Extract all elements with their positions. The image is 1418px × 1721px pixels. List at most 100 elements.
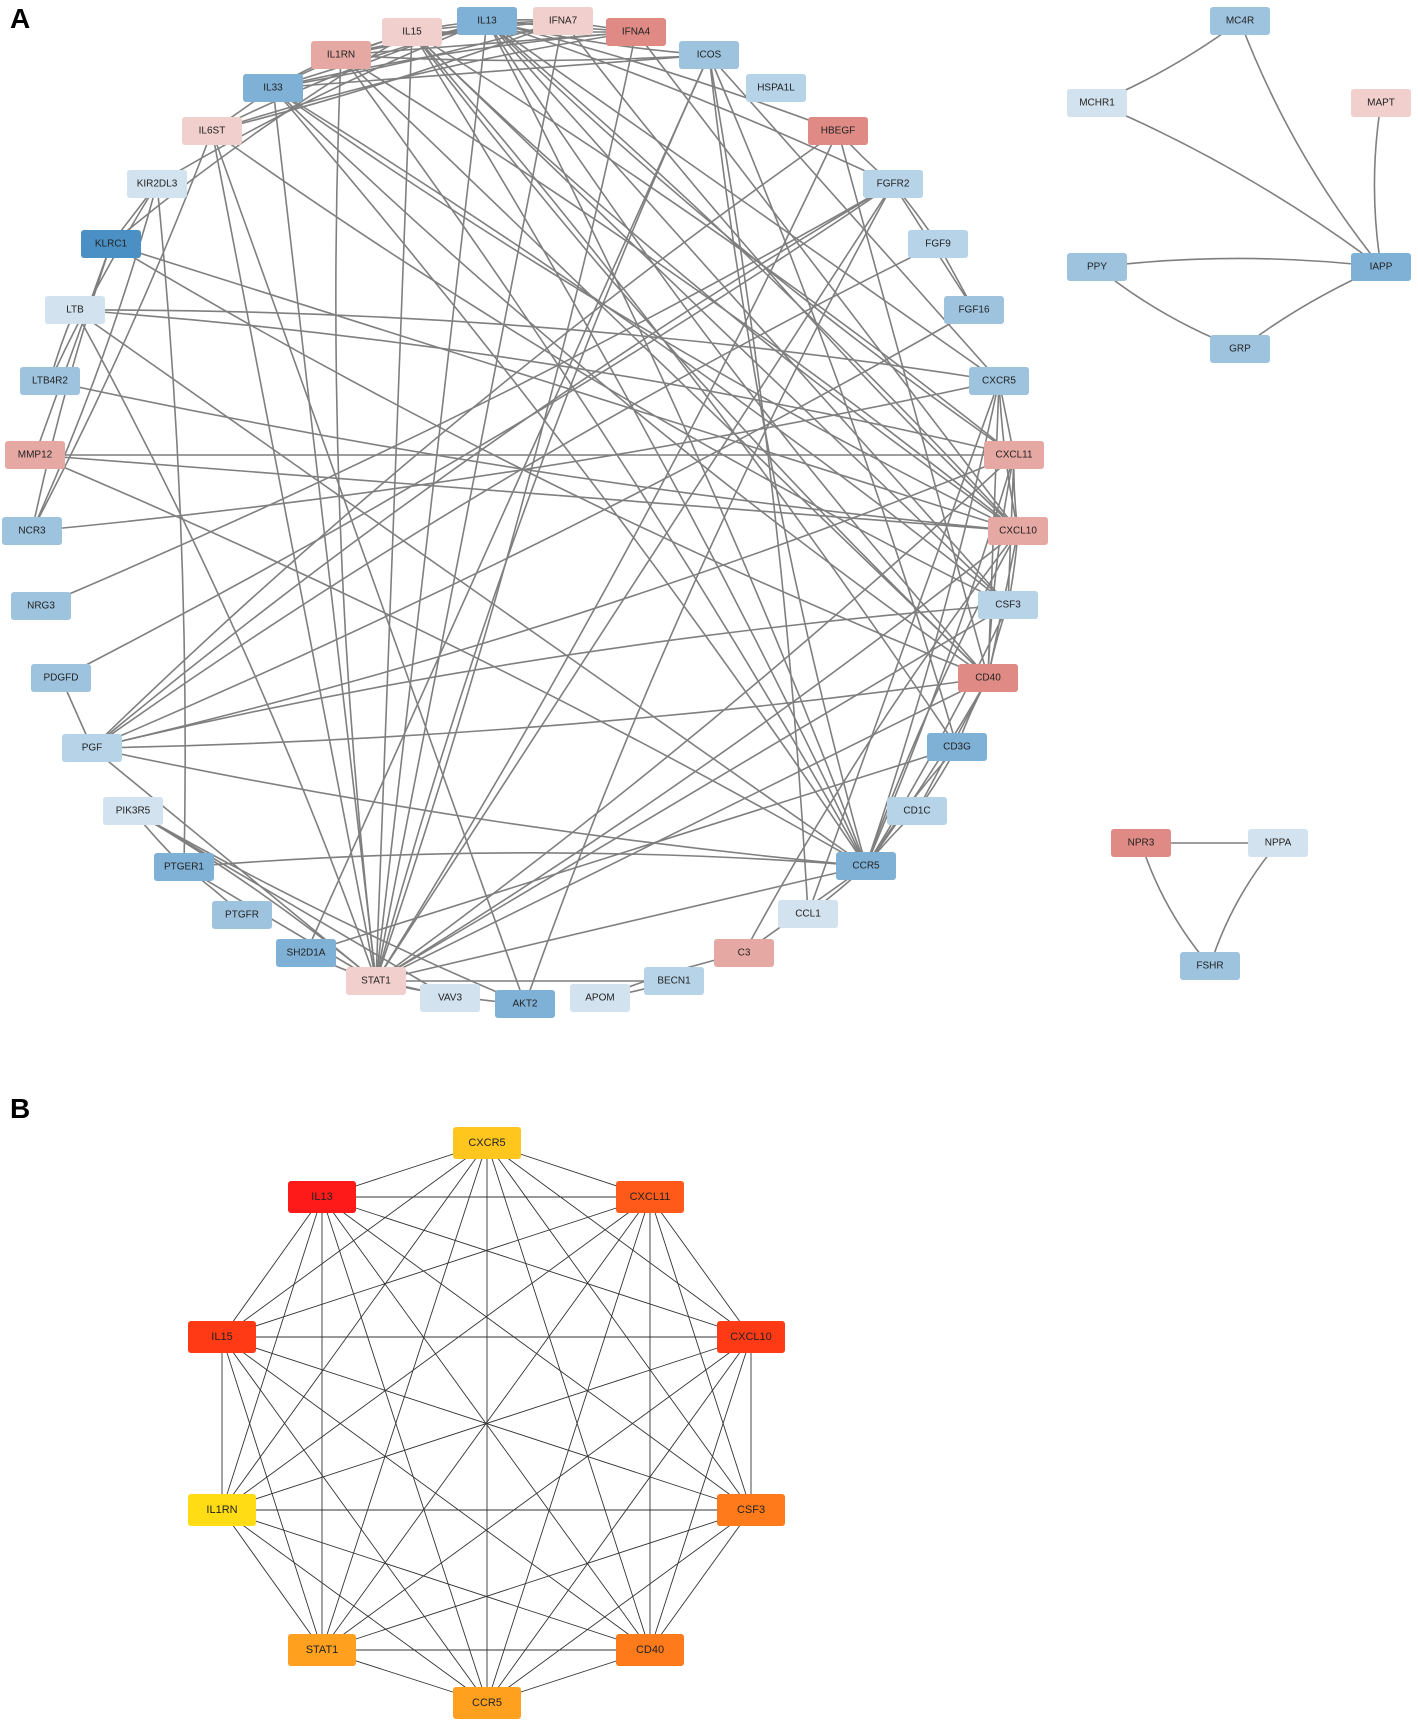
node-box <box>382 18 442 46</box>
node-a-ltb4r2: LTB4R2 <box>20 367 80 395</box>
edge-cxcr5-il1rn <box>221 1142 488 1511</box>
node-a-ncr3: NCR3 <box>2 517 62 545</box>
node-a-hbegf: HBEGF <box>808 117 868 145</box>
edge-ccr5-il13 <box>321 1196 488 1704</box>
network-b-nodes: CXCR5CXCL11CXCL10CSF3CD40CCR5STAT1IL1RNI… <box>188 1127 785 1719</box>
node-box <box>103 797 163 825</box>
node-a-vav3: VAV3 <box>420 984 480 1012</box>
edge-ccr5-il15 <box>221 1336 488 1704</box>
node-a2-mc4r: MC4R <box>1210 7 1270 35</box>
node-label: AKT2 <box>512 999 537 1010</box>
node-b-csf3: CSF3 <box>717 1494 785 1526</box>
node-a-becn1: BECN1 <box>644 967 704 995</box>
edge-il15-cd40 <box>411 31 989 679</box>
edge-stat1-pgf <box>91 747 377 982</box>
node-a-c3: C3 <box>714 939 774 967</box>
node-a-ifna4: IFNA4 <box>606 18 666 46</box>
edge-il33-csf3 <box>272 87 1009 606</box>
node-a3-nppa: NPPA <box>1248 829 1308 857</box>
edge-ifna4-il33 <box>272 31 637 89</box>
node-box <box>746 74 806 102</box>
node-box <box>453 1687 521 1719</box>
node-label: STAT1 <box>361 976 391 987</box>
node-box <box>288 1181 356 1213</box>
node-label: PTGFR <box>225 910 259 921</box>
edge-fgfr2-stat1 <box>375 183 894 982</box>
edge-csf3-stat1 <box>375 604 1009 982</box>
node-box <box>606 18 666 46</box>
node-a-nrg3: NRG3 <box>11 592 71 620</box>
edge-ccr5-il1rn <box>221 1509 488 1704</box>
edge-fgf9-pgf <box>91 243 939 749</box>
node-label: NPR3 <box>1128 838 1155 849</box>
edge-icos-il33 <box>272 54 710 89</box>
edge-icos-il1rn <box>340 54 710 62</box>
edge-il33-ccr5 <box>272 87 867 867</box>
node-label: CD40 <box>636 1644 664 1656</box>
node-a-fgfr2: FGFR2 <box>863 170 923 198</box>
edge-cxcl10-ccr5 <box>486 1336 752 1704</box>
node-box <box>154 853 214 881</box>
node-box <box>984 441 1044 469</box>
node-box <box>778 900 838 928</box>
node-label: SH2D1A <box>287 948 326 959</box>
node-box <box>863 170 923 198</box>
node-b-cxcl11: CXCL11 <box>616 1181 684 1213</box>
edge-icos-ccl1 <box>708 54 809 915</box>
node-a-akt2: AKT2 <box>495 990 555 1018</box>
edge-il13-ccr5 <box>486 20 867 867</box>
node-box <box>45 296 105 324</box>
panel-label-b: B <box>10 1093 30 1124</box>
node-box <box>1067 253 1127 281</box>
node-box <box>1248 829 1308 857</box>
node-box <box>908 230 968 258</box>
edge-il13-cd40 <box>486 20 989 679</box>
node-a-csf3: CSF3 <box>978 591 1038 619</box>
node-box <box>1111 829 1171 857</box>
edge-cxcl10-ccr5 <box>865 530 1019 867</box>
node-label: CD1C <box>903 806 930 817</box>
edge-il6st-csf3 <box>211 130 1009 606</box>
node-a2-mchr1: MCHR1 <box>1067 89 1127 117</box>
node-box <box>346 967 406 995</box>
node-label: PPY <box>1087 262 1107 273</box>
edge-cd40-stat1 <box>375 677 989 982</box>
edge-icos-sh2d1a <box>305 54 710 954</box>
edge-il6st-ncr3 <box>31 130 213 532</box>
edge-pgf-cxcl11 <box>91 454 1015 749</box>
node-a-ltb: LTB <box>45 296 105 324</box>
network-a-edges <box>31 19 1382 1005</box>
node-label: CCR5 <box>472 1697 502 1709</box>
node-box <box>1210 7 1270 35</box>
edge-cxcl11-cxcl10 <box>649 1196 752 1338</box>
node-box <box>808 117 868 145</box>
node-box <box>1210 335 1270 363</box>
node-box <box>188 1494 256 1526</box>
node-label: APOM <box>585 993 614 1004</box>
node-box <box>1351 253 1411 281</box>
node-box <box>5 441 65 469</box>
node-label: PIK3R5 <box>116 806 151 817</box>
node-box <box>188 1321 256 1353</box>
edge-il33-cxcl10 <box>272 87 1019 532</box>
node-label: BECN1 <box>657 976 691 987</box>
node-box <box>420 984 480 1012</box>
node-box <box>11 592 71 620</box>
node-b-stat1: STAT1 <box>288 1634 356 1666</box>
node-label: GRP <box>1229 344 1251 355</box>
node-b-il1rn: IL1RN <box>188 1494 256 1526</box>
node-box <box>20 367 80 395</box>
edge-icos-ccr5 <box>708 54 867 867</box>
node-box <box>988 517 1048 545</box>
edge-csf3-pgf <box>91 604 1009 749</box>
node-a-ptger1: PTGER1 <box>154 853 214 881</box>
node-box <box>243 74 303 102</box>
node-a-fgf9: FGF9 <box>908 230 968 258</box>
edge-il15-cd3g <box>411 31 958 748</box>
node-label: LTB4R2 <box>32 376 68 387</box>
edge-cxcl10-ltb4r2 <box>49 380 1019 532</box>
node-label: CXCL10 <box>999 526 1037 537</box>
node-a2-mapt: MAPT <box>1351 89 1411 117</box>
edge-fgfr2-pdgfd <box>60 183 894 679</box>
node-label: IAPP <box>1370 262 1393 273</box>
